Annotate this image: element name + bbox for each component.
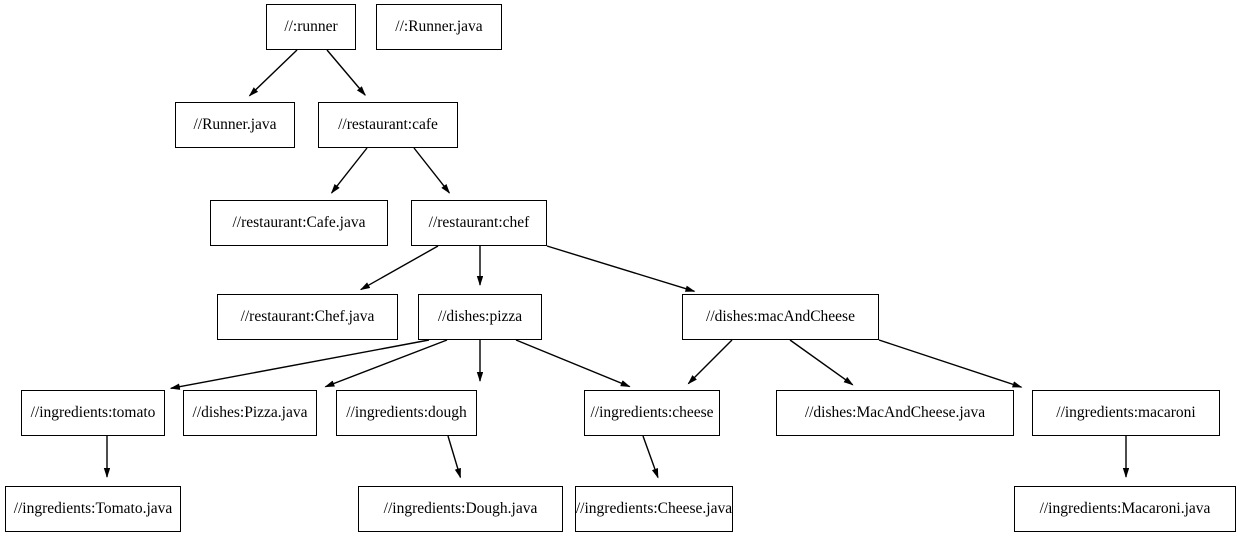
graph-node-cafe[interactable]: //restaurant:cafe (318, 102, 458, 148)
graph-node-label: //ingredients:macaroni (1056, 404, 1196, 422)
graph-edge-mac_and_cheese-to-mac_cheese_java (789, 339, 854, 386)
graph-node-cheese[interactable]: //ingredients:cheese (584, 390, 720, 436)
graph-edge-mac_and_cheese-to-cheese (687, 339, 733, 385)
graph-node-label: //dishes:pizza (437, 308, 523, 326)
graph-edge-pizza-to-cheese (515, 339, 631, 388)
graph-node-dough[interactable]: //ingredients:dough (336, 390, 477, 436)
graph-node-label: //ingredients:Dough.java (383, 500, 538, 518)
graph-node-root_runner_java[interactable]: //:Runner.java (376, 4, 502, 50)
graph-node-mac_and_cheese[interactable]: //dishes:macAndCheese (682, 294, 879, 340)
graph-node-label: //ingredients:Macaroni.java (1039, 500, 1211, 518)
graph-node-label: //ingredients:Cheese.java (575, 500, 733, 518)
graph-node-label: //dishes:MacAndCheese.java (804, 404, 986, 422)
graph-node-label: //Runner.java (193, 116, 277, 134)
graph-node-label: //dishes:Pizza.java (192, 404, 308, 422)
graph-edge-runner-to-cafe (326, 49, 366, 96)
graph-node-label: //restaurant:Chef.java (240, 308, 375, 326)
graph-node-macaroni_java[interactable]: //ingredients:Macaroni.java (1014, 486, 1236, 532)
graph-node-label: //restaurant:chef (428, 214, 530, 232)
graph-node-label: //:runner (284, 18, 338, 36)
graph-node-pizza[interactable]: //dishes:pizza (418, 294, 542, 340)
graph-edge-cheese-to-cheese_java (642, 435, 659, 479)
graph-edge-dough-to-dough_java (447, 435, 462, 479)
graph-edge-chef-to-chef_java (359, 245, 439, 291)
graph-node-pizza_java[interactable]: //dishes:Pizza.java (183, 390, 317, 436)
graph-node-tomato_java[interactable]: //ingredients:Tomato.java (5, 486, 181, 532)
graph-edge-mac_and_cheese-to-macaroni (878, 339, 1023, 388)
graph-node-mac_cheese_java[interactable]: //dishes:MacAndCheese.java (776, 390, 1014, 436)
graph-node-chef_java[interactable]: //restaurant:Chef.java (217, 294, 398, 340)
graph-edge-chef-to-mac_and_cheese (546, 245, 696, 293)
graph-node-label: //:Runner.java (395, 18, 483, 36)
graph-node-label: //ingredients:tomato (30, 404, 156, 422)
graph-node-cafe_java[interactable]: //restaurant:Cafe.java (210, 200, 388, 246)
graph-edge-cafe-to-chef (413, 147, 451, 194)
graph-node-label: //dishes:macAndCheese (706, 308, 855, 326)
graph-node-macaroni[interactable]: //ingredients:macaroni (1032, 390, 1220, 436)
graph-node-tomato[interactable]: //ingredients:tomato (21, 390, 165, 436)
graph-edge-cafe-to-cafe_java (330, 147, 368, 194)
graph-node-label: //ingredients:dough (346, 404, 467, 422)
graph-node-label: //ingredients:Tomato.java (13, 500, 173, 518)
graph-node-cheese_java[interactable]: //ingredients:Cheese.java (575, 486, 733, 532)
graph-edge-runner-to-runner_java (248, 49, 298, 97)
graph-node-label: //ingredients:cheese (590, 404, 714, 422)
graph-node-label: //restaurant:Cafe.java (232, 214, 366, 232)
graph-node-runner[interactable]: //:runner (266, 4, 356, 50)
graph-node-label: //restaurant:cafe (338, 116, 438, 134)
graph-edge-pizza-to-tomato (169, 339, 430, 390)
graph-edge-pizza-to-pizza_java (324, 339, 448, 388)
graph-node-chef[interactable]: //restaurant:chef (411, 200, 547, 246)
graph-node-dough_java[interactable]: //ingredients:Dough.java (358, 486, 563, 532)
graph-node-runner_java[interactable]: //Runner.java (175, 102, 295, 148)
